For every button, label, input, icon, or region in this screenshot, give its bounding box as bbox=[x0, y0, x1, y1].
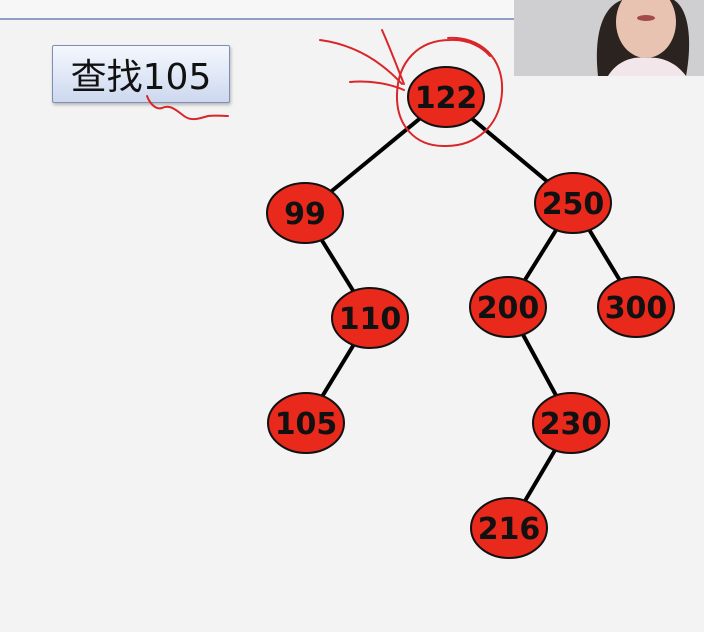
tree-node-label: 230 bbox=[540, 407, 603, 442]
tree-node-99: 99 bbox=[266, 182, 344, 244]
annotation-arrow-stroke-1 bbox=[319, 39, 403, 85]
search-label-box: 查找105 bbox=[52, 45, 230, 103]
tree-node-label: 250 bbox=[542, 187, 605, 222]
annotation-underline-squiggle bbox=[146, 95, 229, 121]
tree-node-ellipse bbox=[266, 182, 344, 244]
slide-header-divider bbox=[0, 18, 704, 20]
tree-nodes: 122 99 250 110 200 300 105 230 216 bbox=[266, 66, 675, 559]
tree-node-label: 99 bbox=[284, 197, 326, 232]
tree-node-label: 110 bbox=[339, 302, 402, 337]
pen-annotations bbox=[146, 29, 504, 148]
tree-node-ellipse bbox=[534, 172, 612, 234]
tree-node-ellipse bbox=[597, 276, 675, 338]
tree-node-label: 300 bbox=[605, 291, 668, 326]
search-label-text: 查找105 bbox=[70, 57, 212, 98]
annotation-arrow-stroke-2 bbox=[381, 29, 405, 85]
tree-node-label: 200 bbox=[477, 291, 540, 326]
tree-node-300: 300 bbox=[597, 276, 675, 338]
annotation-arrow-stroke-3 bbox=[349, 80, 405, 91]
tree-node-216: 216 bbox=[470, 497, 548, 559]
tree-node-label: 105 bbox=[275, 407, 338, 442]
tree-node-ellipse bbox=[331, 287, 409, 349]
tree-node-122: 122 bbox=[407, 66, 485, 128]
tree-node-105: 105 bbox=[267, 392, 345, 454]
presenter-video-icon bbox=[514, 0, 704, 76]
tree-node-ellipse bbox=[407, 66, 485, 128]
tree-node-ellipse bbox=[470, 497, 548, 559]
tree-node-ellipse bbox=[532, 392, 610, 454]
tree-node-110: 110 bbox=[331, 287, 409, 349]
tree-node-230: 230 bbox=[532, 392, 610, 454]
tree-node-ellipse bbox=[267, 392, 345, 454]
tree-node-ellipse bbox=[469, 276, 547, 338]
tree-node-250: 250 bbox=[534, 172, 612, 234]
tree-node-label: 216 bbox=[478, 512, 541, 547]
tree-node-label: 122 bbox=[415, 81, 478, 116]
annotation-circle-around-root bbox=[395, 36, 504, 148]
tree-node-200: 200 bbox=[469, 276, 547, 338]
